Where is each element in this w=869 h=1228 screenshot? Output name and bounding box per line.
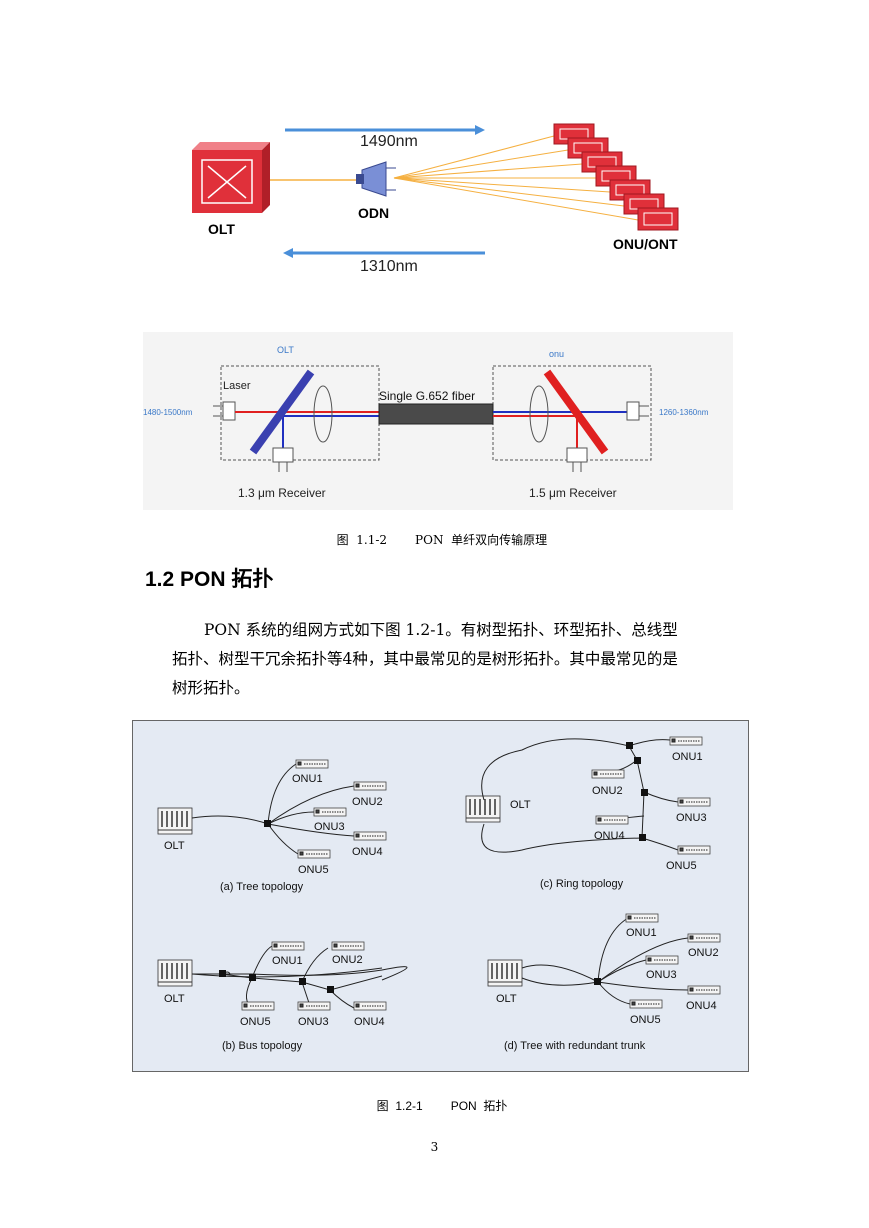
redundant-caption: (d) Tree with redundant trunk	[504, 1040, 646, 1052]
bus-onu5-label: ONU5	[240, 1016, 271, 1028]
bus-caption: (b) Bus topology	[222, 1040, 303, 1052]
odn-label: ODN	[358, 205, 389, 221]
onu-receiver-label: 1.5 μm Receiver	[529, 486, 617, 500]
ring-onu5-label: ONU5	[666, 860, 697, 872]
ring-onu2-label: ONU2	[592, 785, 623, 797]
downstream-wavelength-label: 1490nm	[360, 133, 418, 150]
caption-number: 图 1.1-2	[336, 533, 388, 547]
body-paragraph: PON 系统的组网方式如下图 1.2-1。有树型拓扑、环型拓扑、总线型 拓扑、树…	[172, 616, 742, 703]
olt-icon	[487, 959, 523, 987]
bus-olt-label: OLT	[164, 993, 185, 1005]
ring-topology	[465, 736, 711, 855]
caption-text: PON 拓扑	[450, 1099, 508, 1113]
redundant-onu4-label: ONU4	[686, 1000, 717, 1012]
redundant-onu1-label: ONU1	[626, 927, 657, 939]
redundant-onu2-label: ONU2	[688, 947, 719, 959]
tree-onu3-label: ONU3	[314, 821, 345, 833]
bus-onu2-label: ONU2	[332, 954, 363, 966]
redundant-onu5-label: ONU5	[630, 1014, 661, 1026]
paragraph-line-1: PON 系统的组网方式如下图 1.2-1。有树型拓扑、环型拓扑、总线型	[204, 621, 678, 639]
bus-onu4-label: ONU4	[354, 1016, 385, 1028]
onu-label: ONU/ONT	[613, 236, 678, 252]
tree-onu5-label: ONU5	[298, 864, 329, 876]
fiber-label: Single G.652 fiber	[379, 389, 475, 403]
tree-olt-label: OLT	[164, 840, 185, 852]
onu-devices-icon	[553, 123, 679, 231]
tree-topology	[157, 759, 387, 859]
ring-onu3-label: ONU3	[676, 812, 707, 824]
figure-caption-1-2-1: 图 1.2-1 PON 拓扑	[370, 1083, 508, 1114]
ring-onu1-label: ONU1	[672, 751, 703, 763]
upstream-wavelength-label: 1310nm	[360, 258, 418, 275]
tree-onu1-label: ONU1	[292, 773, 323, 785]
caption-text: PON 单纤双向传输原理	[415, 533, 548, 547]
page-number: 3	[430, 1140, 439, 1154]
olt-device-icon	[192, 142, 270, 213]
drop-fibers	[393, 135, 639, 221]
olt-receiver-label: 1.3 μm Receiver	[238, 486, 326, 500]
figure-bidirectional-transmission: OLT onu Laser 1480-1500nm 1.3 μm Receive…	[143, 332, 733, 510]
figure-pon-overview: 1490nm OLT ODN ONU/ONT	[192, 123, 679, 275]
olt-module-title: OLT	[277, 345, 294, 355]
bus-onu3-label: ONU3	[298, 1016, 329, 1028]
ring-onu4-label: ONU4	[594, 830, 625, 842]
figure-caption-1-1-2: 图 1.1-2 PON 单纤双向传输原理	[329, 517, 547, 548]
bus-topology	[157, 941, 408, 1011]
olt-icon	[465, 795, 501, 823]
tree-onu2-label: ONU2	[352, 796, 383, 808]
paragraph-line-2: 拓扑、树型干冗余拓扑等4种，其中最常见的是树形拓扑。其中最常见的是	[172, 650, 678, 668]
figure-pon-topologies: OLT ONU1 ONU2 ONU3 ONU4 ONU5 (a) Tree to…	[132, 720, 749, 1072]
right-wavelength-label: 1260-1360nm	[659, 408, 709, 417]
upstream-arrow	[283, 248, 485, 258]
olt-label: OLT	[208, 221, 235, 237]
ring-olt-label: OLT	[510, 799, 531, 811]
redundant-olt-label: OLT	[496, 993, 517, 1005]
olt-icon	[157, 807, 193, 835]
ring-caption: (c) Ring topology	[540, 878, 624, 890]
onu-lens	[529, 385, 549, 443]
olt-dichroic-mirror	[249, 369, 315, 455]
bus-onu1-label: ONU1	[272, 955, 303, 967]
laser-label: Laser	[223, 380, 251, 392]
olt-icon	[157, 959, 193, 987]
fiber-cable	[378, 403, 494, 425]
onu-dichroic-mirror	[543, 369, 609, 455]
left-wavelength-label: 1480-1500nm	[143, 408, 193, 417]
tree-onu4-label: ONU4	[352, 846, 383, 858]
redundant-trunk-topology	[487, 913, 721, 1009]
odn-splitter-icon	[356, 161, 396, 197]
redundant-onu3-label: ONU3	[646, 969, 677, 981]
caption-number: 图 1.2-1	[376, 1099, 423, 1113]
downstream-arrow	[285, 125, 485, 135]
olt-lens	[313, 385, 333, 443]
section-heading: 1.2 PON 拓扑	[145, 568, 274, 591]
tree-caption: (a) Tree topology	[220, 881, 304, 893]
paragraph-line-3: 树形拓扑。	[172, 679, 250, 697]
onu-module-title: onu	[549, 349, 564, 359]
